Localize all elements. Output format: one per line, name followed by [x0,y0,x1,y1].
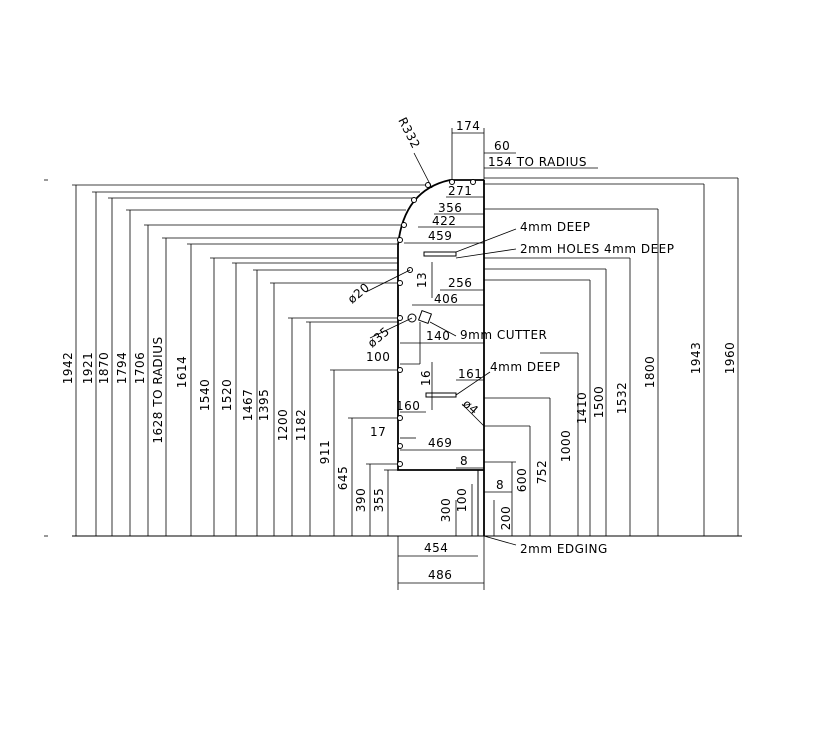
dimension-label: 160 [396,399,420,413]
hole-marker [397,315,403,321]
height-label: 1200 [276,409,290,442]
hole-marker [401,222,407,228]
left-height-labels: 1942 1921 1870 1794 1706 1628 TO RADIUS … [61,336,386,512]
note-label: 9mm CUTTER [460,328,547,342]
dimension-label: 256 [448,276,472,290]
height-label: 1794 [115,352,129,385]
note-label: 2mm EDGING [520,542,608,556]
height-label: 645 [336,466,350,490]
dimension-label: 406 [434,292,458,306]
note-label: 2mm HOLES 4mm DEEP [520,242,674,256]
height-label: 1395 [257,389,271,422]
height-label: 355 [372,488,386,512]
right-dimension-lines [484,177,739,536]
dimension-label: 600 [515,468,529,492]
height-label: 1500 [592,386,606,419]
dimension-label: 300 [439,498,453,522]
hole-marker [470,179,476,185]
height-label: 1628 TO RADIUS [151,336,165,443]
left-extension-lines [72,184,428,471]
dimension-label: 469 [428,436,452,450]
dimension-label: 459 [428,229,452,243]
dimension-label: 161 [458,367,482,381]
height-label: 1532 [615,382,629,415]
hole-marker [397,237,403,243]
height-label: 1800 [643,356,657,389]
dimension-label: 100 [366,350,390,364]
note-label: 4mm DEEP [520,220,590,234]
top-dimensions [397,128,598,590]
height-label: 1943 [689,342,703,375]
hole-marker [411,197,417,203]
height-label: 1182 [294,409,308,442]
height-label: 752 [535,460,549,484]
dimension-label: 100 [455,488,469,512]
hole-marker [397,415,403,421]
dimension-label: 200 [499,506,513,530]
height-label: 1410 [575,392,589,425]
height-label: 1942 [61,352,75,385]
right-height-labels: 752 1000 1410 1500 1532 1800 1943 1960 [535,342,737,484]
hole-marker [397,280,403,286]
hole-marker [397,443,403,449]
height-label: 1706 [133,352,147,385]
left-dimension-lines [75,185,389,536]
height-label: 1614 [175,356,189,389]
hole-marker [397,367,403,373]
dimension-label: 154 TO RADIUS [488,155,587,169]
cutter-symbol [417,309,433,325]
height-label: 390 [354,488,368,512]
radius-label: R332 [395,115,423,151]
dimension-label: 17 [370,425,386,439]
height-label: 1540 [198,379,212,412]
hole-marker [397,461,403,467]
dimension-label: 140 [426,329,450,343]
dimension-label: 271 [448,184,472,198]
dimension-label: 13 [415,272,429,288]
dimension-label: 356 [438,201,462,215]
height-label: 911 [318,440,332,464]
dimension-label: 422 [432,214,456,228]
height-label: 1921 [81,352,95,385]
dimension-label: 454 [424,541,448,555]
height-label: 1467 [241,389,255,422]
dimension-label: 8 [460,454,468,468]
dimension-label: 16 [419,370,433,386]
note-label: 4mm DEEP [490,360,560,374]
height-label: 1870 [97,352,111,385]
dimension-label: 174 [456,119,480,133]
part-outline [397,179,485,537]
diameter-label: ø20 [345,280,372,306]
dimension-label: 8 [496,478,504,492]
height-label: 1520 [220,379,234,412]
dimension-label: 60 [494,139,510,153]
height-label: 1000 [559,430,573,463]
height-label: 1960 [723,342,737,375]
dimension-label: 486 [428,568,452,582]
diameter-label: ø35 [365,324,392,350]
leader-lines [365,152,517,546]
diameter-label: ø4 [460,397,481,418]
ticks [44,179,48,537]
